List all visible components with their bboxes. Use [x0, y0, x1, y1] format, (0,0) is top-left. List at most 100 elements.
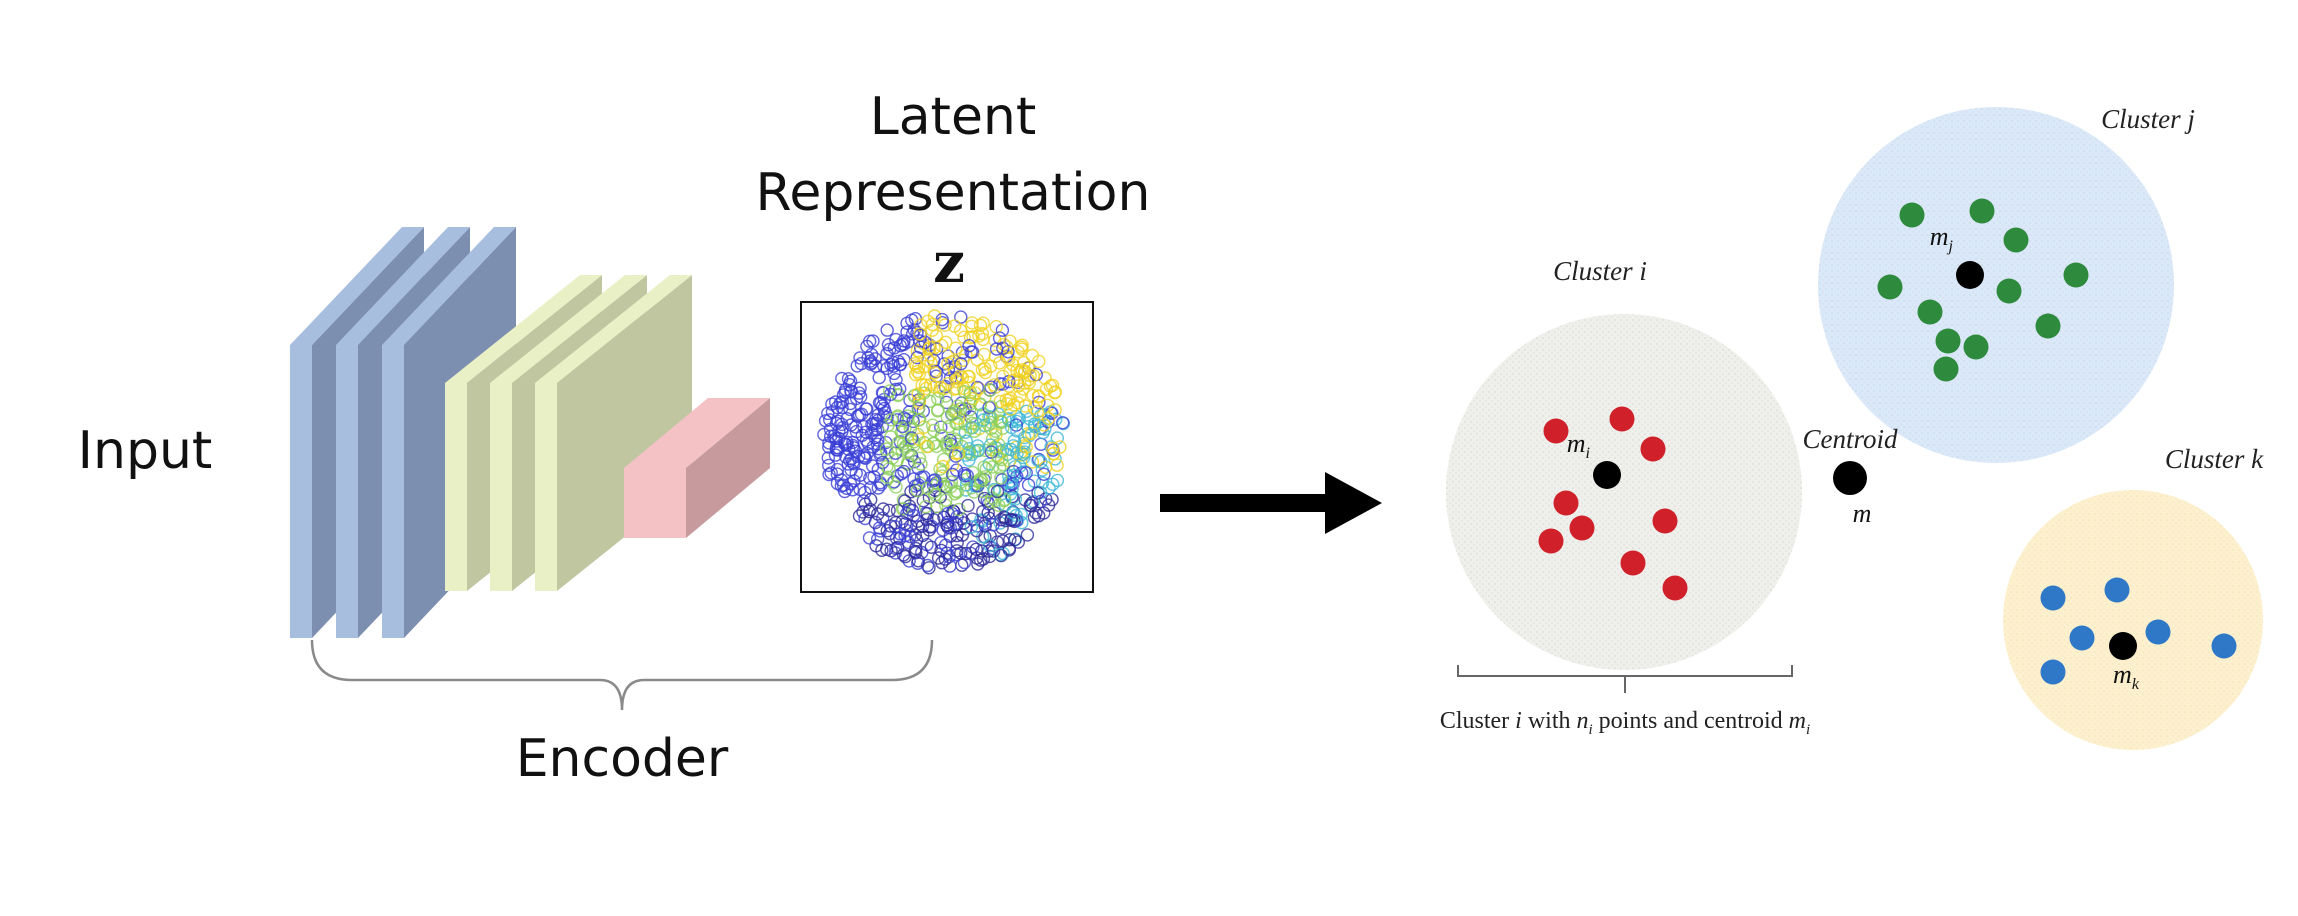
latent-point	[933, 462, 947, 476]
latent-point	[917, 386, 931, 400]
latent-point	[954, 546, 968, 560]
conv-layer-blue-2-front	[336, 345, 358, 638]
latent-point	[1048, 452, 1062, 466]
latent-point	[841, 372, 856, 386]
latent-point	[858, 485, 872, 500]
latent-point	[880, 323, 894, 337]
latent-point	[967, 424, 982, 438]
latent-point	[924, 540, 938, 554]
cluster-k-point	[2040, 659, 2066, 685]
latent-point	[843, 374, 858, 388]
cluster-i-title: Cluster i	[1553, 256, 1647, 286]
latent-point	[903, 393, 917, 407]
conv-layer-green-3-front	[535, 383, 557, 591]
cluster-i-point	[1538, 528, 1564, 554]
latent-point	[1017, 365, 1032, 379]
latent-point	[1032, 389, 1046, 404]
cluster-k-point	[2104, 577, 2130, 603]
latent-point	[1050, 473, 1065, 488]
latent-point	[895, 419, 910, 434]
latent-point	[907, 472, 921, 486]
latent-point	[986, 460, 1000, 474]
latent-scatter-plot	[817, 309, 1071, 575]
latent-point	[1004, 402, 1018, 416]
global-centroid-label: m	[1853, 499, 1872, 528]
latent-point	[887, 366, 901, 381]
latent-title-line1: Latent	[870, 87, 1037, 147]
latent-point	[976, 413, 990, 427]
latent-point	[1005, 482, 1019, 496]
latent-point	[962, 375, 976, 390]
latent-point	[939, 335, 953, 349]
latent-point	[817, 427, 831, 442]
latent-point	[884, 430, 898, 444]
latent-point	[911, 360, 926, 374]
latent-point	[825, 397, 839, 411]
latent-point	[889, 531, 904, 545]
conv-layer-green-1-top	[445, 275, 602, 383]
latent-point	[877, 359, 891, 373]
latent-point	[902, 502, 916, 516]
latent-point	[989, 342, 1004, 356]
latent-point	[856, 505, 870, 519]
cluster-j-point	[1933, 356, 1959, 382]
latent-point	[871, 462, 885, 477]
latent-point	[955, 439, 969, 454]
latent-point	[923, 520, 937, 534]
latent-point	[948, 487, 962, 501]
latent-point	[879, 442, 893, 456]
latent-point	[874, 477, 888, 492]
latent-point	[925, 323, 939, 337]
bottleneck-prism-front	[624, 468, 686, 538]
latent-point	[854, 356, 869, 371]
latent-point	[1031, 486, 1045, 500]
latent-point	[978, 365, 993, 380]
latent-point	[916, 528, 930, 543]
latent-point	[984, 400, 998, 414]
latent-point	[873, 524, 887, 538]
latent-point	[975, 474, 989, 488]
cluster-j-point	[1877, 274, 1903, 300]
latent-point	[1003, 533, 1017, 547]
conv-layer-green-2-front	[490, 383, 512, 591]
latent-point	[971, 557, 985, 571]
latent-point	[993, 548, 1007, 562]
latent-point	[937, 510, 951, 525]
latent-point	[915, 378, 929, 392]
latent-point	[977, 491, 992, 506]
latent-point	[868, 352, 882, 366]
latent-point	[898, 441, 912, 455]
latent-point	[836, 478, 851, 492]
latent-point	[941, 357, 955, 371]
latent-point	[1007, 434, 1021, 448]
latent-point	[1045, 477, 1060, 491]
latent-point	[973, 472, 988, 486]
latent-point	[928, 488, 942, 502]
latent-point	[911, 554, 925, 568]
latent-point	[882, 462, 896, 476]
cluster-k-point	[2211, 633, 2237, 659]
latent-point	[963, 385, 978, 400]
latent-point	[1002, 352, 1016, 366]
latent-point	[996, 341, 1010, 355]
latent-point	[961, 498, 975, 513]
latent-point	[915, 519, 930, 533]
latent-point	[1002, 393, 1016, 407]
latent-point	[1002, 541, 1016, 556]
latent-point	[909, 359, 924, 373]
cluster-k-title: Cluster k	[2165, 444, 2264, 474]
cluster-i-point	[1609, 406, 1635, 432]
latent-point	[983, 383, 997, 397]
latent-point	[821, 451, 835, 465]
latent-point	[901, 444, 915, 459]
cluster-i-region	[1446, 314, 1802, 670]
cluster-k-point	[2040, 585, 2066, 611]
latent-point	[958, 425, 973, 439]
latent-point	[986, 518, 1000, 532]
latent-point	[951, 446, 966, 460]
latent-point	[895, 502, 910, 516]
conv-layer-blue-1-front	[290, 345, 312, 638]
latent-point	[1034, 455, 1048, 469]
latent-point	[1011, 345, 1025, 359]
latent-point	[993, 377, 1007, 391]
